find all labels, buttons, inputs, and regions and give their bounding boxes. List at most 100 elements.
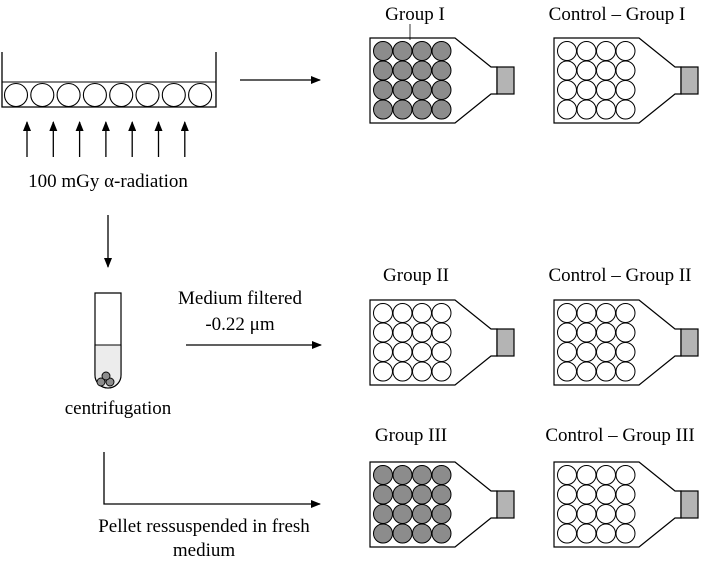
flask-cell (392, 322, 413, 343)
flask-cap (496, 66, 515, 95)
flask-cell (596, 484, 616, 505)
dish-cell (30, 82, 55, 108)
centrifuge-tube (94, 292, 122, 389)
flask-cell (576, 484, 597, 505)
flask-cell (615, 322, 636, 343)
flask-cell (576, 41, 597, 61)
flask-cell (431, 484, 452, 505)
flask-cell (373, 80, 393, 100)
flask-cell (576, 303, 597, 323)
flask-cell (596, 361, 616, 382)
flask-cell (412, 60, 432, 81)
flask-cell (412, 80, 432, 100)
flask-cell (431, 523, 452, 544)
dish-cells (3, 82, 213, 108)
flask-cell (412, 361, 432, 382)
flask-title: Group II (383, 265, 449, 286)
flask-cell (392, 99, 413, 120)
flask-cell (596, 80, 616, 100)
flask-cell (373, 465, 393, 485)
flask-cell (615, 504, 636, 524)
flask-cell (557, 361, 577, 382)
flask-cell (576, 60, 597, 81)
flask-cell (596, 465, 616, 485)
flask-cell (431, 465, 452, 485)
filter-size-label: -0.22 μm (205, 314, 275, 335)
pellet-label-medium: medium (173, 540, 235, 560)
flask-cell (576, 504, 597, 524)
flask-cell (576, 342, 597, 362)
centrifugation-label: centrifugation (65, 398, 172, 419)
flask-cell (576, 99, 597, 120)
flask-cell (431, 504, 452, 524)
flask-cell (373, 342, 393, 362)
flask-cell (615, 523, 636, 544)
dish-outline (1, 52, 217, 108)
flask-cell (412, 303, 432, 323)
flask-cell (392, 523, 413, 544)
pellet-cell (101, 371, 111, 381)
flask-title: Control – Group II (548, 265, 691, 286)
flask-cell (373, 303, 393, 323)
flask-cell (392, 60, 413, 81)
flask-cell (596, 41, 616, 61)
flask-title: Group III (375, 425, 447, 446)
flask-cell (373, 322, 393, 343)
flask-cell (392, 484, 413, 505)
flask-c2: Control – Group II (548, 265, 699, 386)
flask-cell (431, 303, 452, 323)
flask-cell (576, 322, 597, 343)
flask-cell (576, 523, 597, 544)
flask-g2: Group II (369, 265, 515, 386)
flask-cell (557, 504, 577, 524)
flask-cap (680, 66, 699, 95)
flask-cell (373, 504, 393, 524)
flask-cell (431, 342, 452, 362)
flask-cell (596, 342, 616, 362)
pellet-cell (105, 377, 115, 387)
flask-cell (557, 523, 577, 544)
flask-cell (576, 361, 597, 382)
flask-cell (557, 322, 577, 343)
flask-title: Control – Group III (545, 425, 694, 446)
flask-cell (576, 80, 597, 100)
flask-cell (392, 303, 413, 323)
flask-cell (557, 342, 577, 362)
dish-cell (161, 82, 186, 108)
flask-title: Group I (385, 4, 445, 25)
flask-c1: Control – Group I (549, 4, 699, 124)
flask-cell (412, 504, 432, 524)
dish-cell (109, 82, 134, 108)
flask-cell (431, 41, 452, 61)
flask-cell (596, 303, 616, 323)
flask-cell (373, 361, 393, 382)
flask-cell (412, 484, 432, 505)
flask-cell (373, 484, 393, 505)
flask-cell (373, 60, 393, 81)
medium-filtered-label: Medium filtered (178, 288, 302, 309)
pellet-label: Pellet ressuspended in fresh (98, 516, 310, 537)
flask-cell (557, 60, 577, 81)
dish-cell (3, 82, 29, 108)
flask-cell (412, 342, 432, 362)
flask-cell (392, 504, 413, 524)
flask-cell (557, 99, 577, 120)
radiation-label: 100 mGy α-radiation (28, 171, 188, 192)
flask-cell (615, 303, 636, 323)
pellet-cell (96, 377, 106, 387)
flask-cap (680, 490, 699, 519)
flask-cell (392, 80, 413, 100)
flask-cell (596, 523, 616, 544)
culture-dish (1, 52, 217, 108)
flask-cell (615, 361, 636, 382)
tube-medium (94, 344, 122, 389)
flask-cell (557, 484, 577, 505)
flask-title: Control – Group I (549, 4, 686, 25)
flask-cell (412, 465, 432, 485)
flask-cell (373, 99, 393, 120)
flask-cell (373, 41, 393, 61)
flask-cell (392, 465, 413, 485)
dish-cell (56, 82, 81, 108)
flask-cell (615, 484, 636, 505)
